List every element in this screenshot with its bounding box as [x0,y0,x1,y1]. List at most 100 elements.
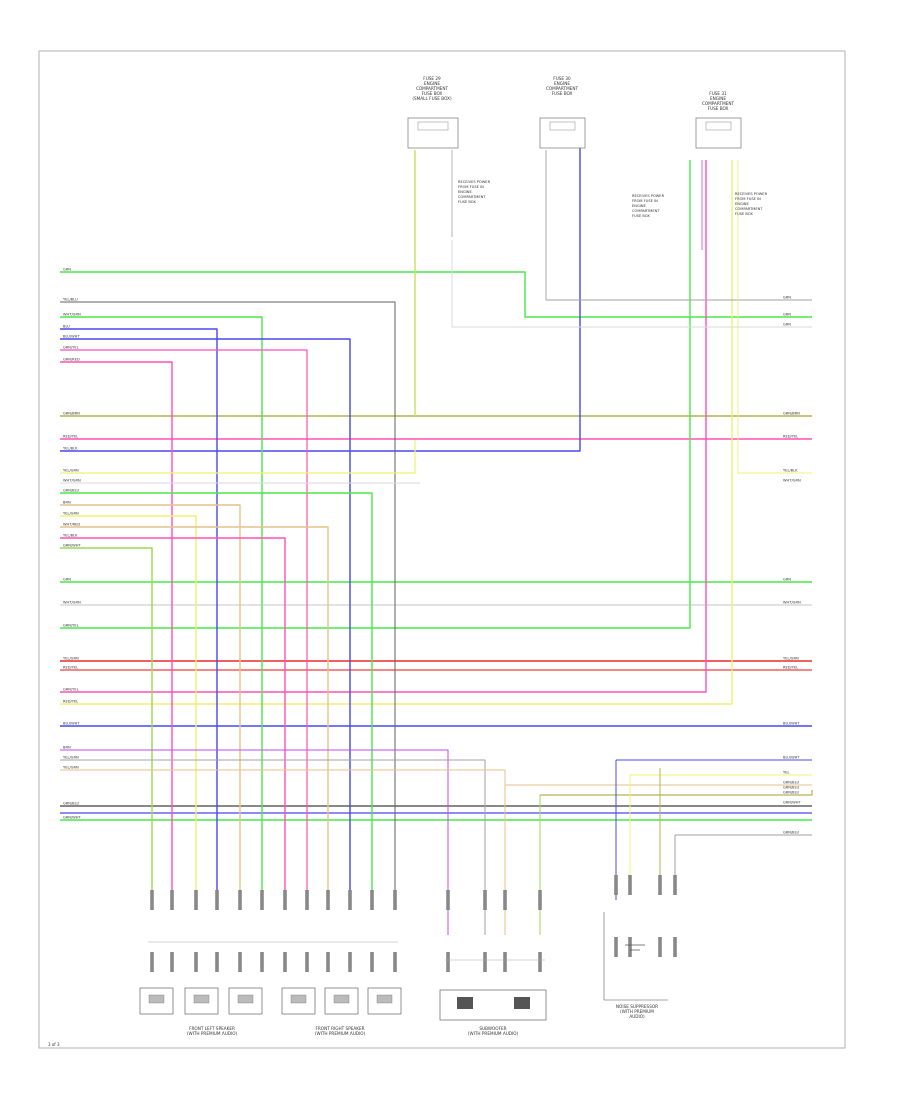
wire-color-label-right: RED/YEL [783,435,798,439]
connector-pin [393,952,397,972]
wire-color-label-left: WHT/GRN [63,313,81,317]
wire-color-label-left: GRN/YEL [63,346,79,350]
connector-pin [238,952,242,972]
capacitor-icon [625,944,645,951]
wire-color-label-right: GRN/BRN [783,412,800,416]
wire-color-label-left: YEL/GRN [63,756,79,760]
connector-pin [260,952,264,972]
connector-pin [283,952,287,972]
connector-pin [194,952,198,972]
wire [60,526,329,900]
component-label-line: (WITH PREMIUM [620,1009,654,1014]
component-label-line: FUSE BOX [552,91,573,96]
component-label-line: FRONT RIGHT SPEAKER [315,1026,364,1031]
connector-pin [673,875,677,895]
wire-color-label-left: BLU [63,325,70,329]
component-label-line: FUSE 31 [709,91,727,96]
wire [451,240,812,328]
note-line: COMPARTMENT [632,209,660,213]
wire [603,912,668,1001]
connector-pin [326,952,330,972]
connector-pin [483,952,487,972]
wire [60,537,286,900]
component-label-line: ENGINE [554,81,570,86]
wire [60,440,416,474]
wire-color-label-left: YEL/BLU [63,298,78,302]
wire-color-label-left: GRN [63,268,71,272]
component-label-line: ENGINE [710,96,726,101]
wire-color-label-right: WHT/GRN [783,601,801,605]
wire-color-label-left: YEL/GRN [63,766,79,770]
wire-color-label-right: BLU/WHT [783,722,800,726]
wire [60,349,308,900]
connector-pin [446,952,450,972]
wire-color-label-right: YEL [783,771,789,775]
wire [60,338,351,900]
wire-color-label-left: RED/YEL [63,700,78,704]
speaker-cone-icon [376,994,393,1004]
speaker-cone-icon [333,994,350,1004]
connector-pin [326,890,330,910]
wire-color-label-left: BLU/WHT [63,722,80,726]
wire-color-label-left: GRN/RED [63,358,80,362]
connector-pin [150,952,154,972]
component-label-line: FUSE BOX [422,91,443,96]
wire-color-label-left: WHT/GRN [63,601,81,605]
note-line: FROM FUSE IN [632,199,658,203]
connector-pin [503,952,507,972]
connector-pin [370,952,374,972]
wire [60,492,373,900]
wire-color-label-left: GRN/YEL [63,624,79,628]
connector-pin [393,890,397,910]
component-label-line: ENGINE [424,81,440,86]
wire-color-label-right: GRN/WHT [783,801,801,805]
component-label-line: FRONT LEFT SPEAKER [189,1026,235,1031]
wire [545,150,812,301]
subwoofer-cone-icon [514,997,530,1009]
connector-pin [370,890,374,910]
connector-pin [614,937,618,957]
fuse-symbol [705,121,732,131]
component-label-line: FUSE 30 [553,76,571,81]
wire [60,547,153,900]
component-label-line: COMPARTMENT [416,86,449,91]
note-line: ENGINE [735,202,749,206]
connector-pin [348,890,352,910]
component-label-line: COMPARTMENT [702,101,735,106]
wire [540,790,813,796]
wire-color-label-left: GRN/BLU [63,489,79,493]
wire-color-label-right: GRN [783,296,791,300]
connector-pin [614,875,618,895]
wire [60,361,173,900]
connector-pin [283,890,287,910]
wire-color-label-right: GRN/BLU [783,831,799,835]
wire-color-label-right: YEL/BLK [783,469,798,473]
wire-color-label-left: YEL/BLK [63,447,78,451]
subwoofer-cone-icon [457,997,473,1009]
wire-color-label-left: WHT/RED [63,523,80,527]
subwoofer-box [439,989,547,1021]
connector-pin [503,890,507,910]
wire [60,160,691,629]
note-line: FUSE BOX [735,212,753,216]
wire-color-label-left: GRN/WHT [63,544,81,548]
connector-pin [673,937,677,957]
wire [60,143,581,452]
connector-pin [194,890,198,910]
note-line: ENGINE [632,204,646,208]
component-label-line: COMPARTMENT [546,86,579,91]
wire-color-label-left: YEL/GRN [63,469,79,473]
speaker-cone-icon [237,994,254,1004]
connector-pin [348,952,352,972]
note-line: RECEIVES POWER [458,180,491,184]
connector-pin [483,890,487,910]
note-line: COMPARTMENT [458,195,486,199]
fuse-box-2 [539,117,586,149]
wire-color-label-left: GRN/BRN [63,412,80,416]
